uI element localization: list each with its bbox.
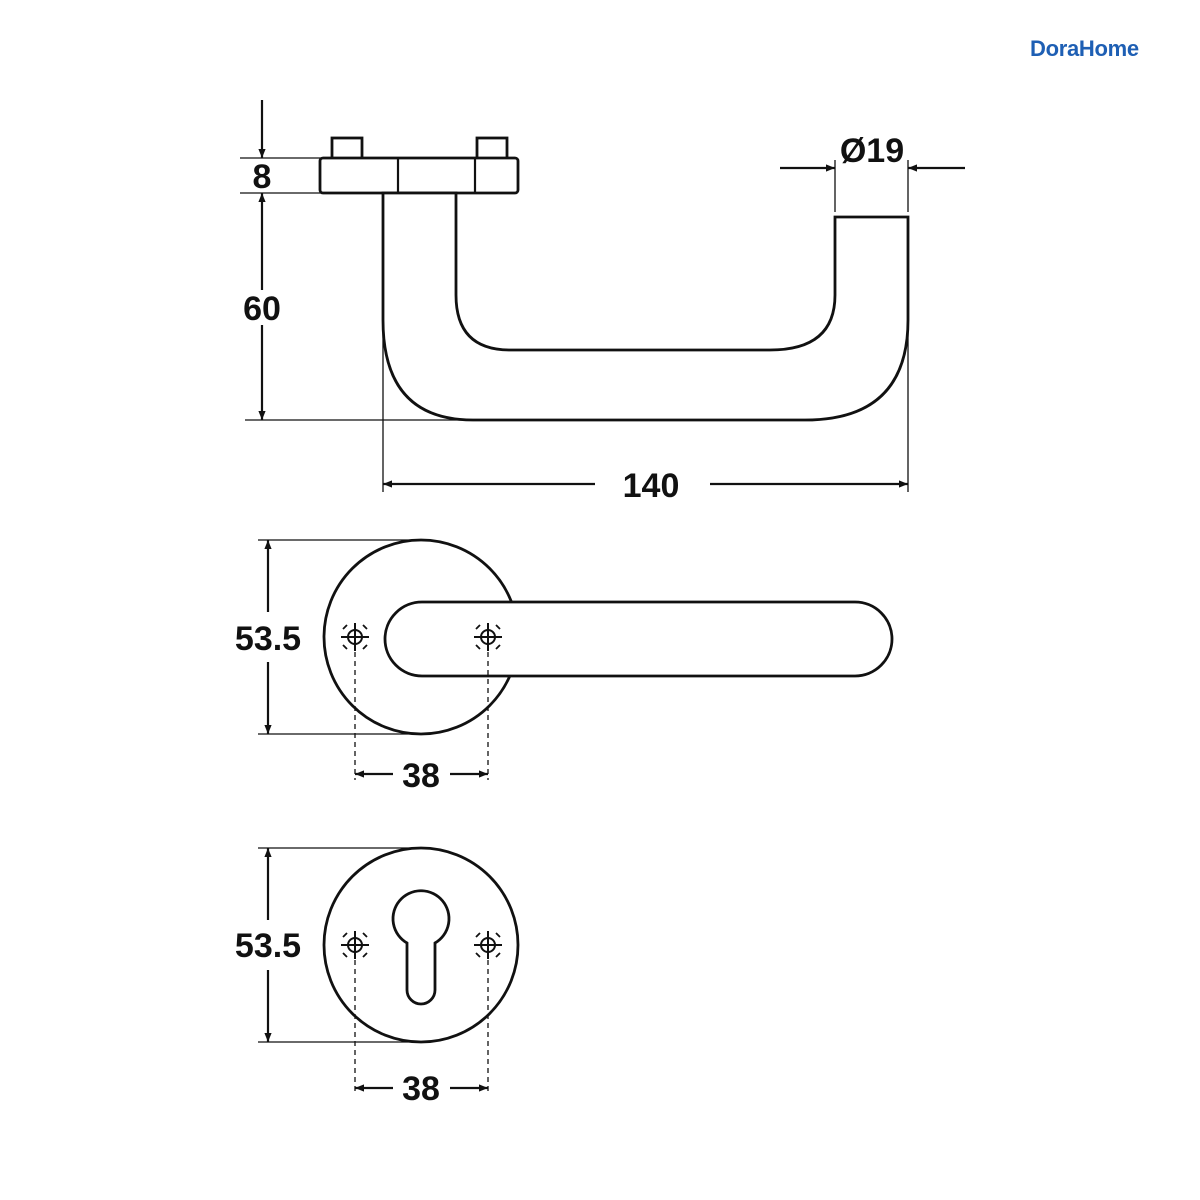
dim-length: 140 bbox=[623, 467, 680, 505]
dim-diameter: Ø19 bbox=[840, 132, 904, 170]
dim-rose-diameter-1: 53.5 bbox=[235, 620, 301, 658]
screw-hole-left bbox=[340, 930, 370, 960]
dim-screw-spacing-1: 38 bbox=[402, 757, 440, 795]
screw-hole-right bbox=[473, 930, 503, 960]
escutcheon-view: 53.5 38 bbox=[235, 846, 520, 1108]
profile-cylinder-keyhole bbox=[391, 889, 451, 1006]
lever-arm bbox=[383, 600, 894, 678]
lever-handle-profile bbox=[381, 191, 910, 422]
dim-rose-thickness: 8 bbox=[253, 158, 272, 196]
screw-hole-right bbox=[473, 622, 503, 652]
screw-hole-left bbox=[340, 622, 370, 652]
dim-screw-spacing-2: 38 bbox=[402, 1070, 440, 1108]
rose-plate bbox=[318, 156, 520, 195]
dim-projection: 60 bbox=[243, 290, 281, 328]
dim-rose-diameter-2: 53.5 bbox=[235, 927, 301, 965]
lever-rose-view: 53.5 38 bbox=[235, 538, 894, 795]
side-view: 8 60 140 Ø19 bbox=[240, 100, 965, 505]
brand-logo: DoraHome bbox=[1030, 36, 1139, 61]
